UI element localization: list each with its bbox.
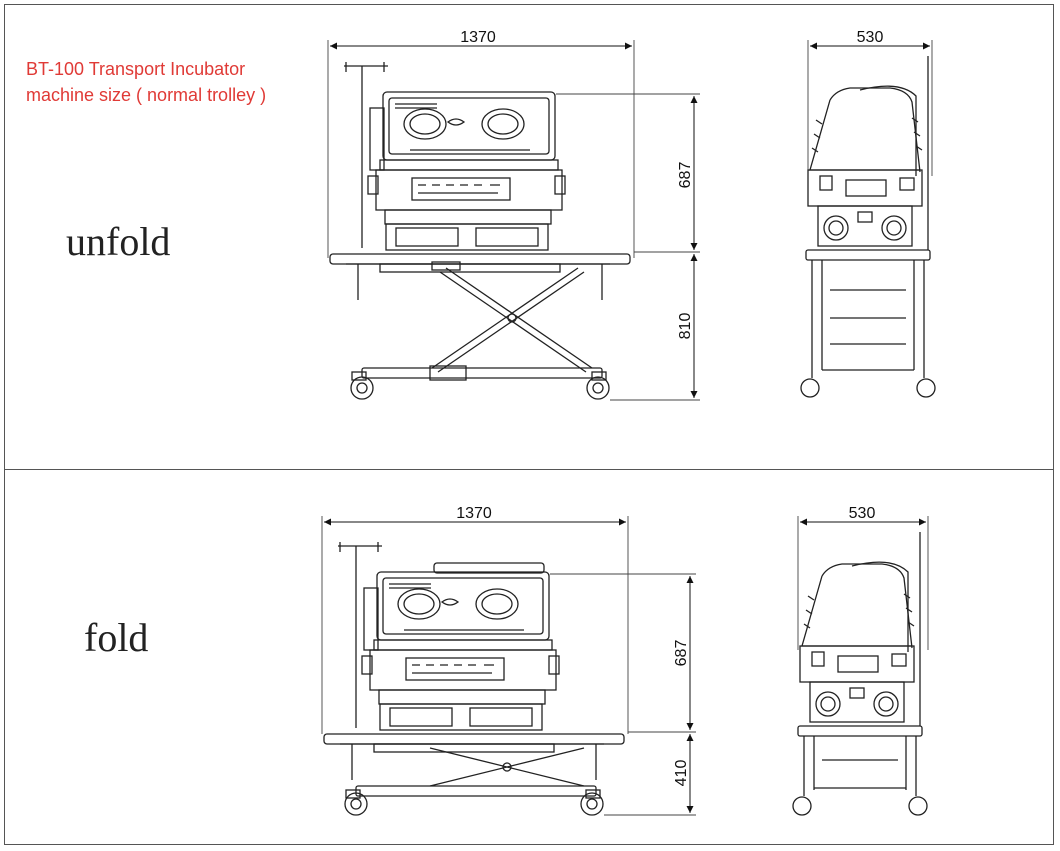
unfold-label: unfold	[66, 219, 171, 264]
fold-front-view	[792, 516, 929, 816]
unfold-front-width-label: 530	[857, 29, 884, 46]
fold-front-width-label: 530	[849, 505, 876, 522]
fold-trolley-height-label: 410	[673, 760, 690, 787]
fold-incubator-height-label: 687	[673, 640, 690, 667]
unfold-side-view	[327, 40, 700, 401]
unfold-trolley-height-label: 810	[677, 313, 694, 340]
fold-side-view	[321, 516, 696, 816]
unfold-side-width-label: 1370	[460, 29, 496, 46]
panel-divider	[4, 469, 1054, 470]
fold-side-width-label: 1370	[456, 505, 492, 522]
title-line-2: machine size ( normal trolley )	[26, 85, 267, 105]
unfold-front-view	[800, 40, 936, 398]
drawing-frame	[4, 4, 1054, 845]
title-line-1: BT-100 Transport Incubator	[26, 59, 246, 79]
fold-label: fold	[84, 615, 149, 660]
unfold-incubator-height-label: 687	[677, 162, 694, 189]
